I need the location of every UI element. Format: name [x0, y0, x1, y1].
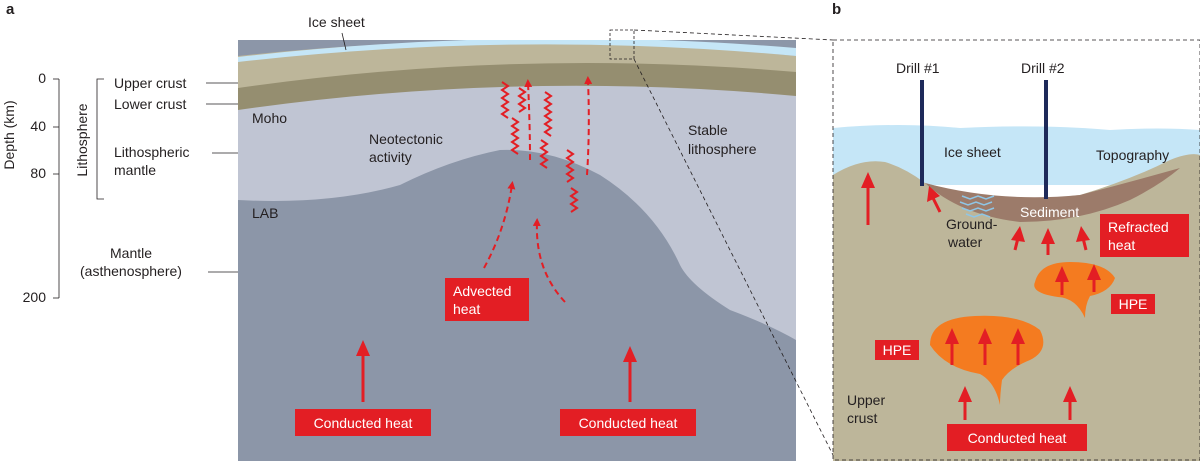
heat-arrow — [927, 186, 942, 213]
dashed-arrow — [532, 218, 566, 303]
drill-2 — [1044, 80, 1048, 199]
drill-2-label: Drill #2 — [1021, 60, 1065, 76]
groundwater-label: water — [947, 234, 983, 250]
cross-section-a — [238, 40, 796, 461]
heat-arrow — [1055, 266, 1069, 295]
lithosphere-bracket — [96, 78, 104, 200]
mantle-label: (asthenosphere) — [80, 263, 182, 279]
depth-axis: Depth (km) 0 40 80 200 — [1, 70, 60, 305]
heat-arrow — [1011, 226, 1025, 251]
zigzag — [517, 87, 527, 113]
dashed-arrow — [483, 181, 516, 269]
zoom-connector — [633, 29, 834, 41]
panel-b-frame — [832, 39, 1200, 461]
refracted-heat-label: Refracted — [1108, 219, 1169, 235]
heat-arrow — [861, 172, 875, 225]
heat-arrow — [1063, 386, 1077, 420]
zigzag — [539, 139, 549, 169]
ice-sheet-leader — [341, 32, 347, 51]
zigzag — [543, 91, 553, 137]
conducted-heat-right: Conducted heat — [560, 346, 696, 436]
upper-crust-label: Upper crust — [114, 75, 186, 91]
neotectonic-zigzags — [500, 81, 579, 213]
hpe-label-right: HPE — [1119, 296, 1148, 312]
mantle-label: Mantle — [110, 245, 152, 261]
conducted-heat-box-b — [947, 424, 1087, 451]
arrowhead — [356, 340, 370, 356]
depth-tick: 80 — [30, 165, 46, 181]
advected-heat-label: Advected — [453, 283, 511, 299]
ice-sheet-b-label: Ice sheet — [944, 144, 1001, 160]
upper-crust — [238, 41, 796, 88]
conducted-heat-label: Conducted heat — [314, 415, 413, 431]
zigzag — [569, 187, 579, 213]
drill-1-label: Drill #1 — [896, 60, 940, 76]
heat-arrow — [978, 328, 992, 365]
lithospheric-mantle — [238, 45, 796, 340]
depth-tick: 40 — [30, 118, 46, 134]
depth-axis-title: Depth (km) — [1, 100, 17, 169]
conducted-heat-label-b: Conducted heat — [968, 430, 1067, 446]
panel-b-label: b — [832, 1, 841, 18]
heat-arrow — [1076, 226, 1090, 251]
advected-heat-box — [445, 278, 529, 321]
zoom-connector — [633, 58, 834, 456]
neotectonic-label: Neotectonic — [369, 131, 443, 147]
heat-arrow — [1041, 228, 1055, 255]
drill-1 — [920, 80, 924, 186]
groundwater-label: Ground- — [946, 216, 998, 232]
sediment — [925, 168, 1180, 222]
topography-label: Topography — [1096, 147, 1169, 163]
upper-crust-b-label: Upper — [847, 392, 885, 408]
moho-label: Moho — [252, 110, 287, 126]
zigzag — [565, 149, 575, 183]
heat-arrow — [945, 328, 959, 365]
depth-tick: 200 — [23, 289, 47, 305]
refracted-heat-label: heat — [1108, 237, 1135, 253]
hpe-label-left: HPE — [883, 342, 912, 358]
heat-arrows-b — [861, 172, 1101, 420]
neotectonic-label: activity — [369, 149, 412, 165]
panel-a-label: a — [6, 1, 15, 18]
depth-tick: 0 — [38, 70, 46, 86]
ice-sheet-b — [833, 125, 1200, 185]
stable-lithosphere-label: lithosphere — [688, 141, 757, 157]
groundwater — [959, 195, 995, 218]
refracted-heat-box — [1100, 214, 1189, 257]
heat-arrow — [1011, 328, 1025, 365]
hpe-box-left — [875, 340, 919, 360]
stable-lithosphere-label: Stable — [688, 122, 728, 138]
dashed-arrow — [584, 76, 593, 176]
hpe-box-right — [1111, 294, 1155, 314]
sediment-label: Sediment — [1020, 204, 1079, 220]
zoom-box — [609, 29, 635, 60]
lithospheric-mantle-label: mantle — [114, 162, 156, 178]
lab-label: LAB — [252, 205, 278, 221]
zigzag — [510, 117, 520, 155]
conducted-heat-label: Conducted heat — [579, 415, 678, 431]
conducted-heat-box — [560, 409, 696, 436]
advected-heat-arrows — [483, 76, 593, 303]
zigzag — [500, 81, 510, 119]
heat-arrow — [958, 386, 972, 420]
advected-heat-label: heat — [453, 301, 480, 317]
heat-arrow — [1087, 264, 1101, 292]
conducted-heat-left: Conducted heat — [295, 340, 431, 436]
arrowhead — [623, 346, 637, 362]
lithospheric-mantle-label: Lithospheric — [114, 144, 190, 160]
upper-crust-b-label: crust — [847, 410, 877, 426]
ice-sheet — [238, 40, 796, 62]
lithosphere-label: Lithosphere — [74, 103, 90, 176]
conducted-heat-box — [295, 409, 431, 436]
ice-sheet-label: Ice sheet — [308, 14, 365, 30]
lower-crust-label: Lower crust — [114, 96, 186, 112]
